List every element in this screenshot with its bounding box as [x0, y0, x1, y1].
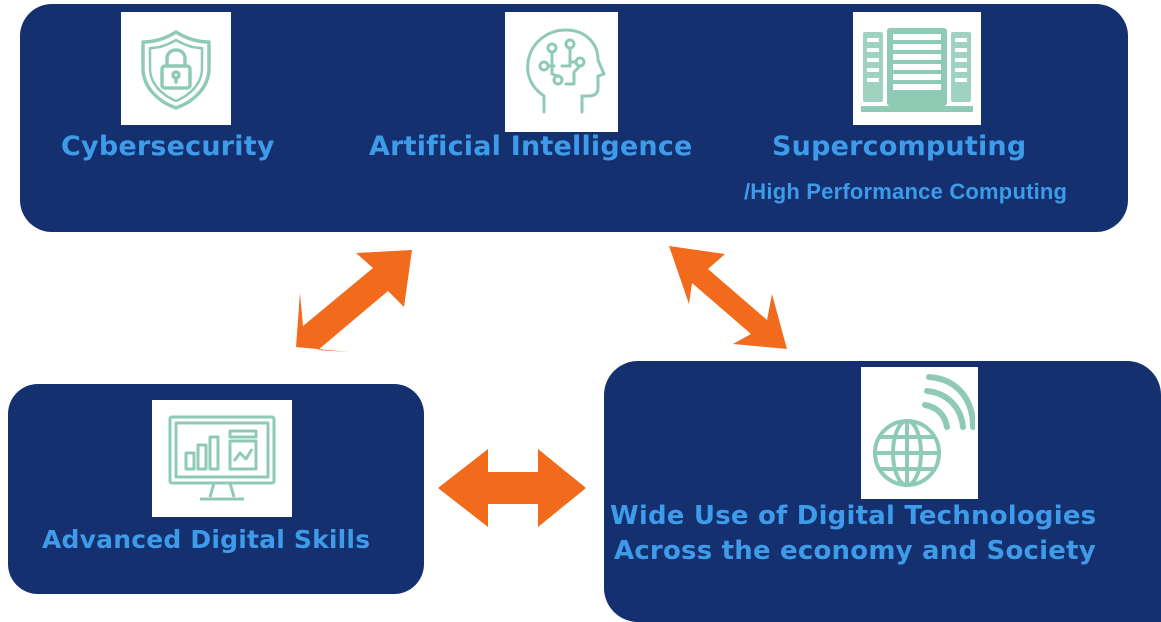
ai-head-icon	[505, 12, 618, 132]
cybersecurity-label: Cybersecurity	[61, 131, 275, 162]
shield-lock-icon	[121, 12, 231, 125]
double-arrow-top-right	[669, 246, 787, 349]
digital-skills-label: Advanced Digital Skills	[42, 525, 371, 554]
ai-label: Artificial Intelligence	[369, 131, 693, 162]
wide-use-label-line2: Across the economy and Society	[614, 536, 1096, 566]
server-rack-icon	[853, 12, 981, 125]
double-arrow-top-left	[296, 250, 412, 352]
monitor-chart-icon	[152, 400, 292, 517]
wide-use-label-line1: Wide Use of Digital Technologies	[610, 501, 1097, 531]
supercomputing-label: Supercomputing	[772, 131, 1027, 162]
hpc-sublabel: /High Performance Computing	[744, 179, 1068, 204]
wireless-globe-icon	[861, 367, 978, 499]
double-arrow-horizontal	[438, 449, 586, 527]
